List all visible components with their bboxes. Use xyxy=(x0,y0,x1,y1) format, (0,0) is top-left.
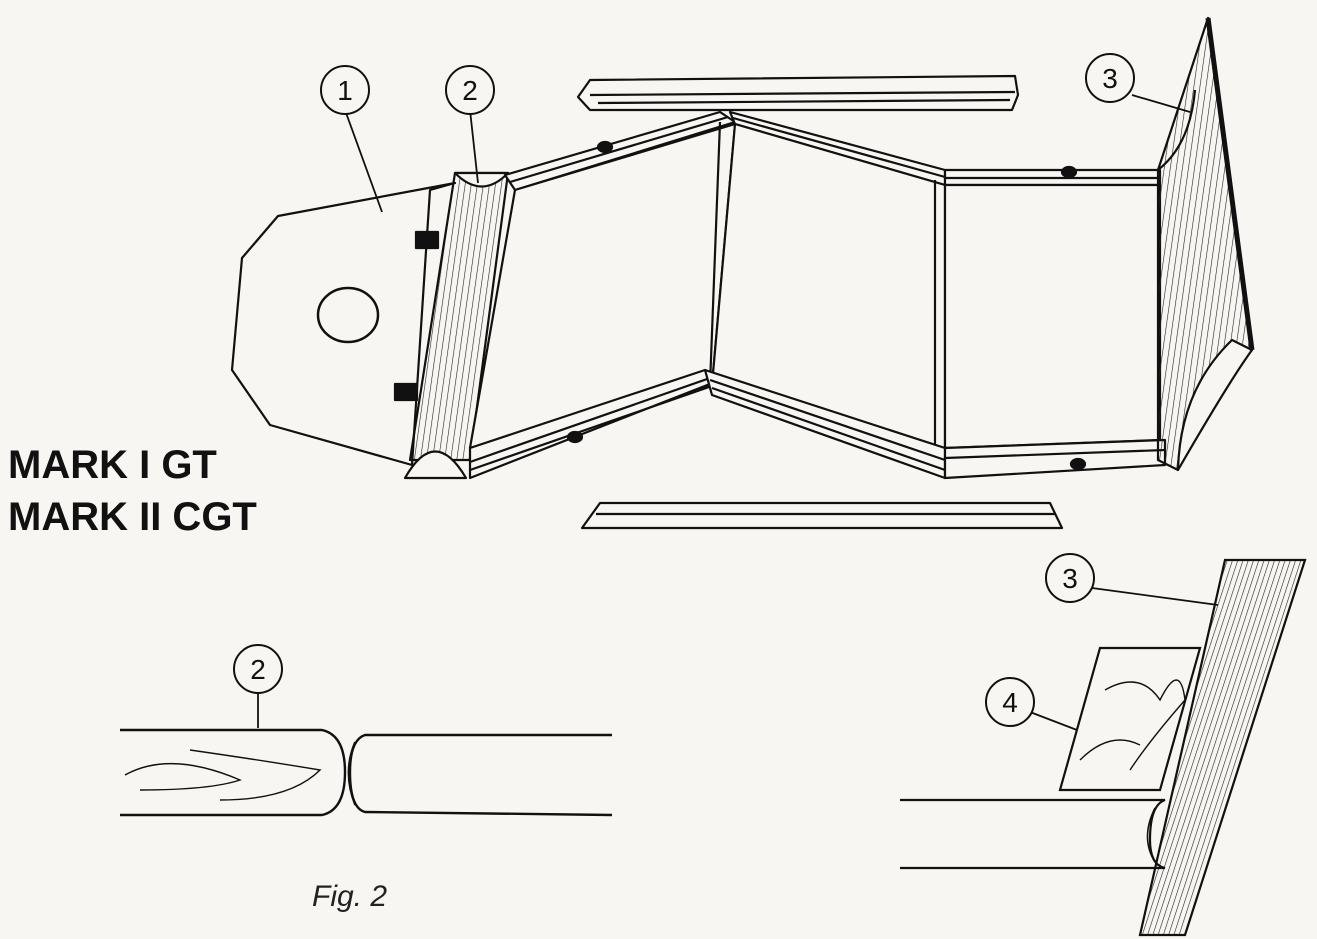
callout-4: 4 xyxy=(985,677,1035,727)
callout-2: 2 xyxy=(445,65,495,115)
transom-hole xyxy=(316,286,380,344)
batten-joint-detail: 2 xyxy=(120,644,613,817)
svg-text:2: 2 xyxy=(462,75,478,106)
main-hull-view xyxy=(230,16,1255,530)
transom-clip-lower xyxy=(393,382,419,402)
model-label-mark-i-gt: MARK I GT xyxy=(8,443,217,487)
batten-cap-bottom xyxy=(403,450,468,480)
transom-clip-upper xyxy=(414,230,440,250)
hull-panel-right xyxy=(943,183,1162,450)
loose-bottom-rail xyxy=(580,501,1064,530)
bow-stem-detail: 3 4 xyxy=(900,553,1307,937)
callout-1: 1 xyxy=(320,65,370,115)
callout-3b: 3 xyxy=(1045,553,1095,603)
callout-2b: 2 xyxy=(233,644,283,694)
figure-caption: Fig. 2 xyxy=(312,880,388,913)
callout-3: 3 xyxy=(1085,53,1135,103)
svg-text:4: 4 xyxy=(1002,687,1018,718)
wood-block-part-4 xyxy=(1058,646,1202,792)
bottom-stringer-right xyxy=(943,438,1167,480)
svg-text:3: 3 xyxy=(1102,63,1118,94)
model-label-mark-ii-cgt: MARK II CGT xyxy=(8,495,257,539)
stem-hatched-post xyxy=(1138,558,1307,937)
svg-text:3: 3 xyxy=(1062,563,1078,594)
svg-text:1: 1 xyxy=(337,75,353,106)
svg-text:2: 2 xyxy=(250,654,266,685)
